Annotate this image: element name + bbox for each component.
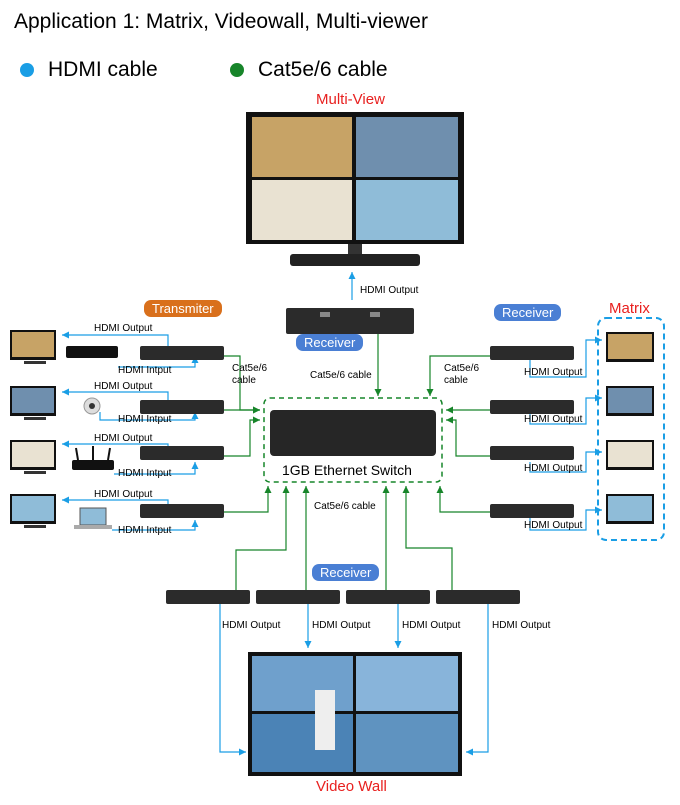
- cat-legend-dot: [230, 63, 244, 77]
- cat-line2: cable: [232, 375, 256, 386]
- matrix-group-border: [597, 317, 665, 541]
- bottom-cat-cable-label: Cat5e/6 cable: [314, 501, 376, 512]
- matrix-receiver-device-2: [490, 400, 574, 414]
- wall-hdmi-output-1: HDMI Output: [222, 620, 281, 631]
- hdmi-legend-dot: [20, 63, 34, 77]
- transmitter-device-1: [140, 346, 224, 360]
- left-hdmi-input-1: HDMI Intput: [118, 365, 172, 376]
- multiview-hdmi-output-label: HDMI Output: [360, 285, 419, 296]
- wall-receiver-device-4: [436, 590, 520, 604]
- left-hdmi-input-2: HDMI Intput: [118, 414, 172, 425]
- wall-hdmi-output-2: HDMI Output: [312, 620, 371, 631]
- matrix-receiver-device-1: [490, 346, 574, 360]
- wall-hdmi-output-4: HDMI Output: [492, 620, 551, 631]
- wall-hdmi-output-3: HDMI Output: [402, 620, 461, 631]
- laptop-icon: [74, 507, 112, 529]
- right-hdmi-output-4: HDMI Output: [524, 520, 583, 531]
- matrix-tv-3: [606, 440, 654, 470]
- left-tv-4: [10, 494, 56, 528]
- right-hdmi-output-1: HDMI Output: [524, 367, 583, 378]
- left-hdmi-output-3: HDMI Output: [94, 433, 153, 444]
- matrix-receiver-device-4: [490, 504, 574, 518]
- multiview-receiver-device: [286, 308, 414, 334]
- transmitter-badge: Transmiter: [144, 300, 222, 317]
- cat-line1: Cat5e/6: [444, 363, 480, 374]
- right-hdmi-output-2: HDMI Output: [524, 414, 583, 425]
- wall-receiver-device-1: [166, 590, 250, 604]
- multi-view-monitor: [246, 112, 464, 266]
- legend-cat: Cat5e/6 cable: [230, 58, 388, 82]
- transmitter-device-3: [140, 446, 224, 460]
- matrix-tv-4: [606, 494, 654, 524]
- right-hdmi-output-3: HDMI Output: [524, 463, 583, 474]
- transmitter-device-4: [140, 504, 224, 518]
- left-hdmi-output-2: HDMI Output: [94, 381, 153, 392]
- wifi-router-icon: [72, 446, 114, 470]
- left-tv-3: [10, 440, 56, 474]
- switch-label: 1GB Ethernet Switch: [282, 462, 412, 478]
- transmitter-device-2: [140, 400, 224, 414]
- matrix-tv-2: [606, 386, 654, 416]
- cat-line2: cable: [444, 375, 468, 386]
- page-title: Application 1: Matrix, Videowall, Multi-…: [14, 10, 428, 33]
- left-tv-1: [10, 330, 56, 364]
- matrix-label: Matrix: [609, 300, 650, 317]
- left-hdmi-output-4: HDMI Output: [94, 489, 153, 500]
- ethernet-switch-device: [270, 410, 436, 456]
- blu-ray-player-icon: [66, 346, 118, 358]
- left-hdmi-input-3: HDMI Intput: [118, 468, 172, 479]
- switch-group-border: [263, 397, 443, 483]
- receiver-badge-right: Receiver: [494, 304, 562, 321]
- video-wall-display: [248, 652, 462, 776]
- hdmi-legend-label: HDMI cable: [48, 58, 158, 81]
- left-tv-2: [10, 386, 56, 420]
- video-wall-label: Video Wall: [316, 778, 387, 795]
- legend-hdmi: HDMI cable: [20, 58, 158, 82]
- multi-view-label: Multi-View: [316, 91, 385, 108]
- receiver-badge-bottom: Receiver: [312, 564, 380, 581]
- matrix-tv-1: [606, 332, 654, 362]
- dome-camera-icon: [83, 397, 101, 415]
- matrix-receiver-device-3: [490, 446, 574, 460]
- wall-receiver-device-3: [346, 590, 430, 604]
- cat-line1: Cat5e/6: [232, 363, 268, 374]
- top-cat-cable-label: Cat5e/6 cable: [310, 370, 372, 381]
- left-hdmi-output-1: HDMI Output: [94, 323, 153, 334]
- receiver-badge-top: Receiver: [296, 334, 364, 351]
- left-hdmi-input-4: HDMI Intput: [118, 525, 172, 536]
- cat-legend-label: Cat5e/6 cable: [258, 58, 388, 81]
- wall-receiver-device-2: [256, 590, 340, 604]
